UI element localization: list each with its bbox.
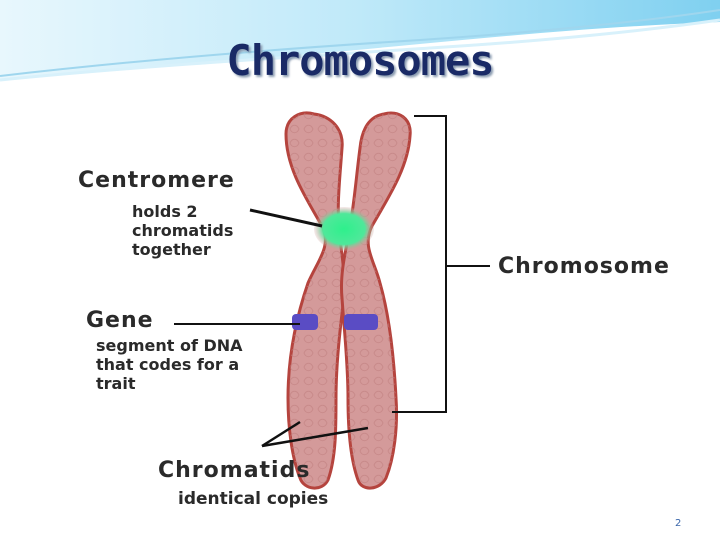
page-number: 2 [675,518,682,529]
slide-title: Chromosomes [226,36,494,85]
centromere-description-line: together [132,240,211,259]
centromere-description-line: holds 2 [132,202,198,221]
gene-description: segment of DNA that codes for a trait [96,336,243,393]
centromere-description: holds 2 chromatids together [132,202,233,259]
gene-band-left [292,314,318,330]
centromere-description-line: chromatids [132,221,234,240]
gene-description-line: segment of DNA [96,336,243,355]
gene-band-right [344,314,378,330]
chromatids-description: identical copies [178,489,329,509]
centromere-pointer [249,208,323,228]
chromosome-diagram: Centromere holds 2 chromatids together G… [78,108,682,516]
header-swoosh-line [0,18,720,82]
centromere-label: Centromere [78,168,235,193]
centromere-region [314,207,374,251]
chromatids-pointer-b [261,426,369,448]
chromosome-label: Chromosome [498,254,670,279]
gene-label: Gene [86,308,154,333]
header-swoosh [0,0,720,80]
slide-header-decoration [0,0,720,82]
gene-description-line: trait [96,374,136,393]
header-swoosh-line [0,9,720,77]
chromosome-illustration [174,111,490,490]
gene-description-line: that codes for a [96,355,240,374]
left-chromatid [284,111,346,490]
chromatids-pointer-a [261,420,301,448]
chromosome-bracket [392,115,447,413]
chromatids-label: Chromatids [158,458,311,483]
right-chromatid [340,111,412,490]
